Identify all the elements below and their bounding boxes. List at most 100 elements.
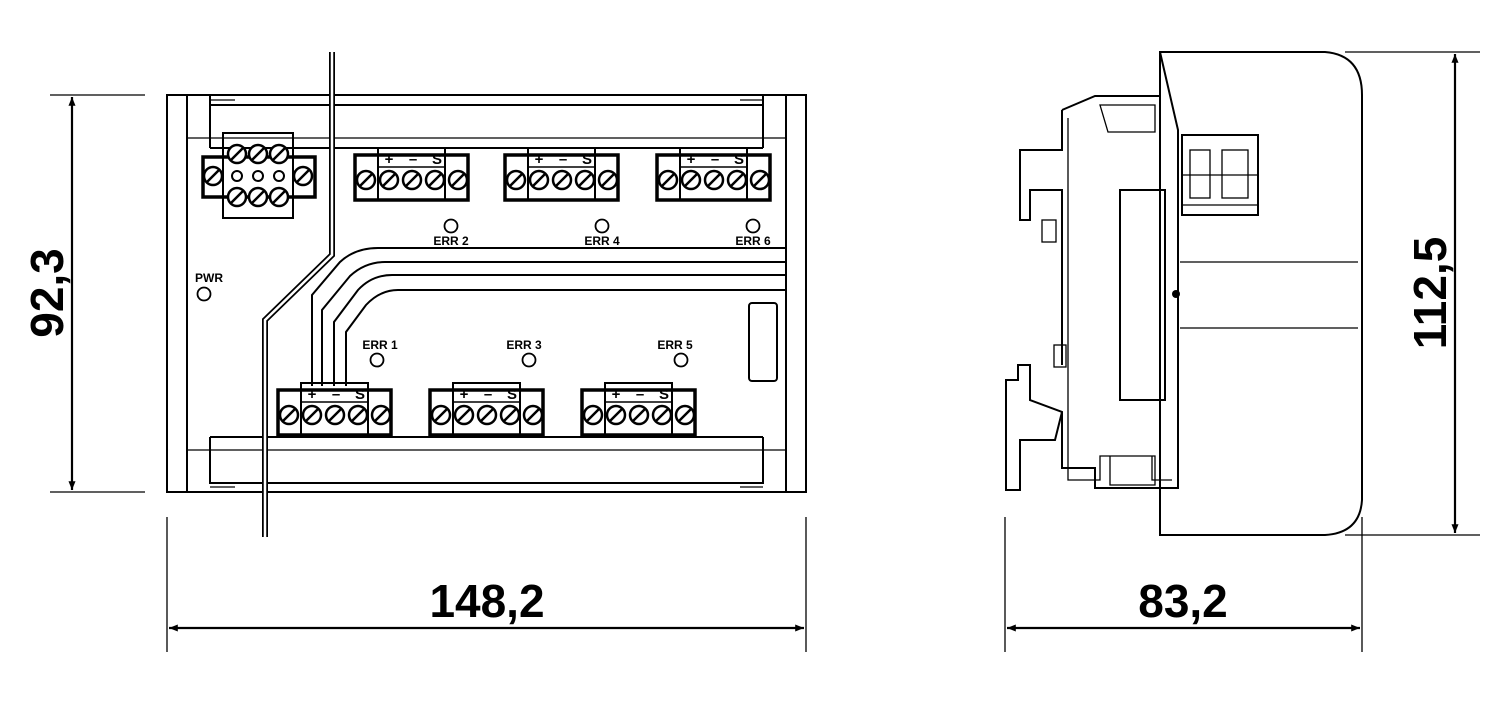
terminal-block-5: +–S [428, 382, 545, 437]
screw-icon [726, 169, 748, 191]
terminal-label-signal: S [659, 386, 669, 403]
led-err6: ERR 6 [735, 218, 771, 248]
screw-icon [582, 404, 604, 426]
screw-icon [355, 169, 377, 191]
screw-icon [453, 404, 475, 426]
terminal-label-minus: – [484, 386, 492, 403]
led-err1: ERR 1 [362, 338, 398, 368]
led-indicator-icon [594, 218, 610, 234]
side-height-value: 112,5 [1404, 237, 1456, 350]
terminal-label-signal: S [507, 386, 517, 403]
screw-icon [424, 169, 446, 191]
led-pwr: PWR [195, 271, 223, 302]
terminal-label-signal: S [734, 151, 744, 168]
terminal-label-signal: S [355, 386, 365, 403]
front-width-value: 148,2 [429, 575, 544, 627]
terminal-label-plus: + [687, 151, 696, 168]
terminal-label-minus: – [332, 386, 340, 403]
terminal-block-3: +–S [655, 147, 772, 202]
screw-icon [749, 169, 771, 191]
screw-icon [651, 404, 673, 426]
terminal-label-minus: – [559, 151, 567, 168]
screw-icon [499, 404, 521, 426]
screw-icon [447, 169, 469, 191]
screw-icon [551, 169, 573, 191]
led-label: ERR 4 [584, 234, 620, 248]
led-indicator-icon [673, 352, 689, 368]
screw-icon [347, 404, 369, 426]
screw-icon [324, 404, 346, 426]
terminal-label-plus: + [612, 386, 621, 403]
terminal-label-plus: + [535, 151, 544, 168]
led-indicator-icon [443, 218, 459, 234]
marker-window [748, 302, 778, 382]
top-rail [187, 95, 786, 149]
screw-icon [226, 186, 248, 208]
led-label: ERR 5 [657, 338, 693, 352]
led-label: PWR [195, 271, 223, 285]
terminal-label-plus: + [385, 151, 394, 168]
led-indicator-icon [196, 286, 212, 302]
dimension-side-depth: 83,2 [1004, 517, 1363, 652]
led-label: ERR 1 [362, 338, 398, 352]
housing-outline [166, 94, 807, 493]
screw-icon [278, 404, 300, 426]
screw-icon [505, 169, 527, 191]
terminal-block-1: +–S [353, 147, 470, 202]
screw-icon [247, 186, 269, 208]
screw-icon [401, 169, 423, 191]
housing-body [1005, 51, 1179, 491]
terminal-label-plus: + [460, 386, 469, 403]
terminal-block-6: +–S [580, 382, 697, 437]
screw-icon [247, 143, 269, 165]
screw-icon [674, 404, 696, 426]
dimension-front-width: 148,2 [166, 517, 807, 652]
screw-icon [528, 169, 550, 191]
terminal-label-minus: – [711, 151, 719, 168]
screw-icon [522, 404, 544, 426]
screw-icon [268, 186, 290, 208]
screw-icon [378, 169, 400, 191]
led-label: ERR 6 [735, 234, 771, 248]
terminal-label-minus: – [636, 386, 644, 403]
terminal-block-2: +–S [503, 147, 620, 202]
dimension-front-height: 92,3 [21, 94, 145, 493]
led-indicator-icon [745, 218, 761, 234]
front-height-value: 92,3 [21, 248, 73, 338]
screw-icon [605, 404, 627, 426]
led-label: ERR 2 [433, 234, 469, 248]
led-indicator-icon [521, 352, 537, 368]
side-view [1005, 51, 1363, 536]
led-err5: ERR 5 [657, 338, 693, 368]
screw-icon [430, 404, 452, 426]
front-cover [1159, 51, 1363, 536]
terminal-block-4: +–S [276, 382, 393, 437]
side-terminal-connector [1181, 134, 1259, 216]
ribbon-cable [262, 52, 786, 537]
screw-icon [202, 165, 224, 187]
screw-icon [703, 169, 725, 191]
screw-icon [628, 404, 650, 426]
screw-icon [268, 143, 290, 165]
screw-icon [574, 169, 596, 191]
terminal-label-signal: S [432, 151, 442, 168]
terminal-label-plus: + [308, 386, 317, 403]
screw-icon [680, 169, 702, 191]
led-err2: ERR 2 [433, 218, 469, 248]
led-err3: ERR 3 [506, 338, 542, 368]
led-err4: ERR 4 [584, 218, 620, 248]
led-label: ERR 3 [506, 338, 542, 352]
screw-icon [657, 169, 679, 191]
led-indicator-icon [369, 352, 385, 368]
side-depth-value: 83,2 [1138, 575, 1228, 627]
screw-icon [370, 404, 392, 426]
screw-icon [301, 404, 323, 426]
screw-icon [476, 404, 498, 426]
screw-icon [226, 143, 248, 165]
dimension-side-height: 112,5 [1345, 51, 1480, 536]
screw-icon [597, 169, 619, 191]
power-terminal-block [201, 132, 317, 219]
terminal-label-signal: S [582, 151, 592, 168]
